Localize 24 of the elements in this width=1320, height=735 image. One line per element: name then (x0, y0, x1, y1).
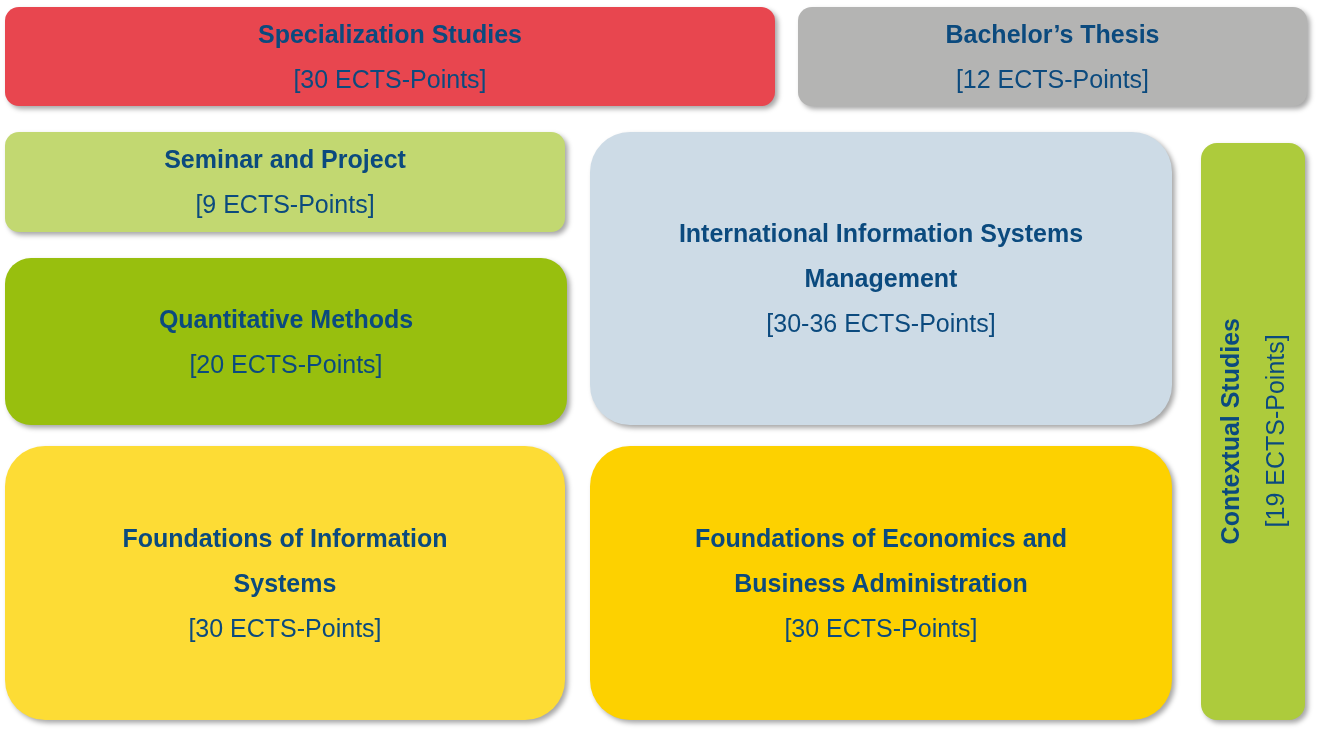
module-title: International Information Systems Management (677, 218, 1085, 294)
module-box (5, 7, 775, 106)
module-box (1201, 143, 1305, 720)
module-box (5, 446, 565, 720)
module-box (590, 446, 1172, 720)
module-title: Specialization Studies (258, 18, 522, 50)
module-box (590, 132, 1172, 425)
module-box (5, 258, 567, 425)
credit-points: [12 ECTS-Points] (955, 63, 1150, 95)
module-title: Contextual Studies (1215, 318, 1245, 545)
credit-points: [9 ECTS-Points] (195, 189, 375, 220)
module-title: Seminar and Project (164, 144, 406, 175)
module-title: Quantitative Methods (158, 303, 414, 335)
module-title: Bachelor’s Thesis (945, 18, 1160, 50)
credit-points: [30-36 ECTS-Points] (766, 308, 996, 339)
credit-points: [20 ECTS-Points] (189, 348, 383, 380)
credit-points: [19 ECTS-Points] (1260, 334, 1290, 529)
module-title: Foundations of Information Systems (121, 522, 449, 599)
module-box (798, 7, 1307, 106)
credit-points: [30 ECTS-Points] (188, 612, 382, 644)
credit-points: [30 ECTS-Points] (293, 63, 487, 95)
module-box (5, 132, 565, 232)
module-title: Foundations of Economics and Business Administration (693, 522, 1069, 599)
credit-points: [30 ECTS-Points] (784, 612, 978, 644)
